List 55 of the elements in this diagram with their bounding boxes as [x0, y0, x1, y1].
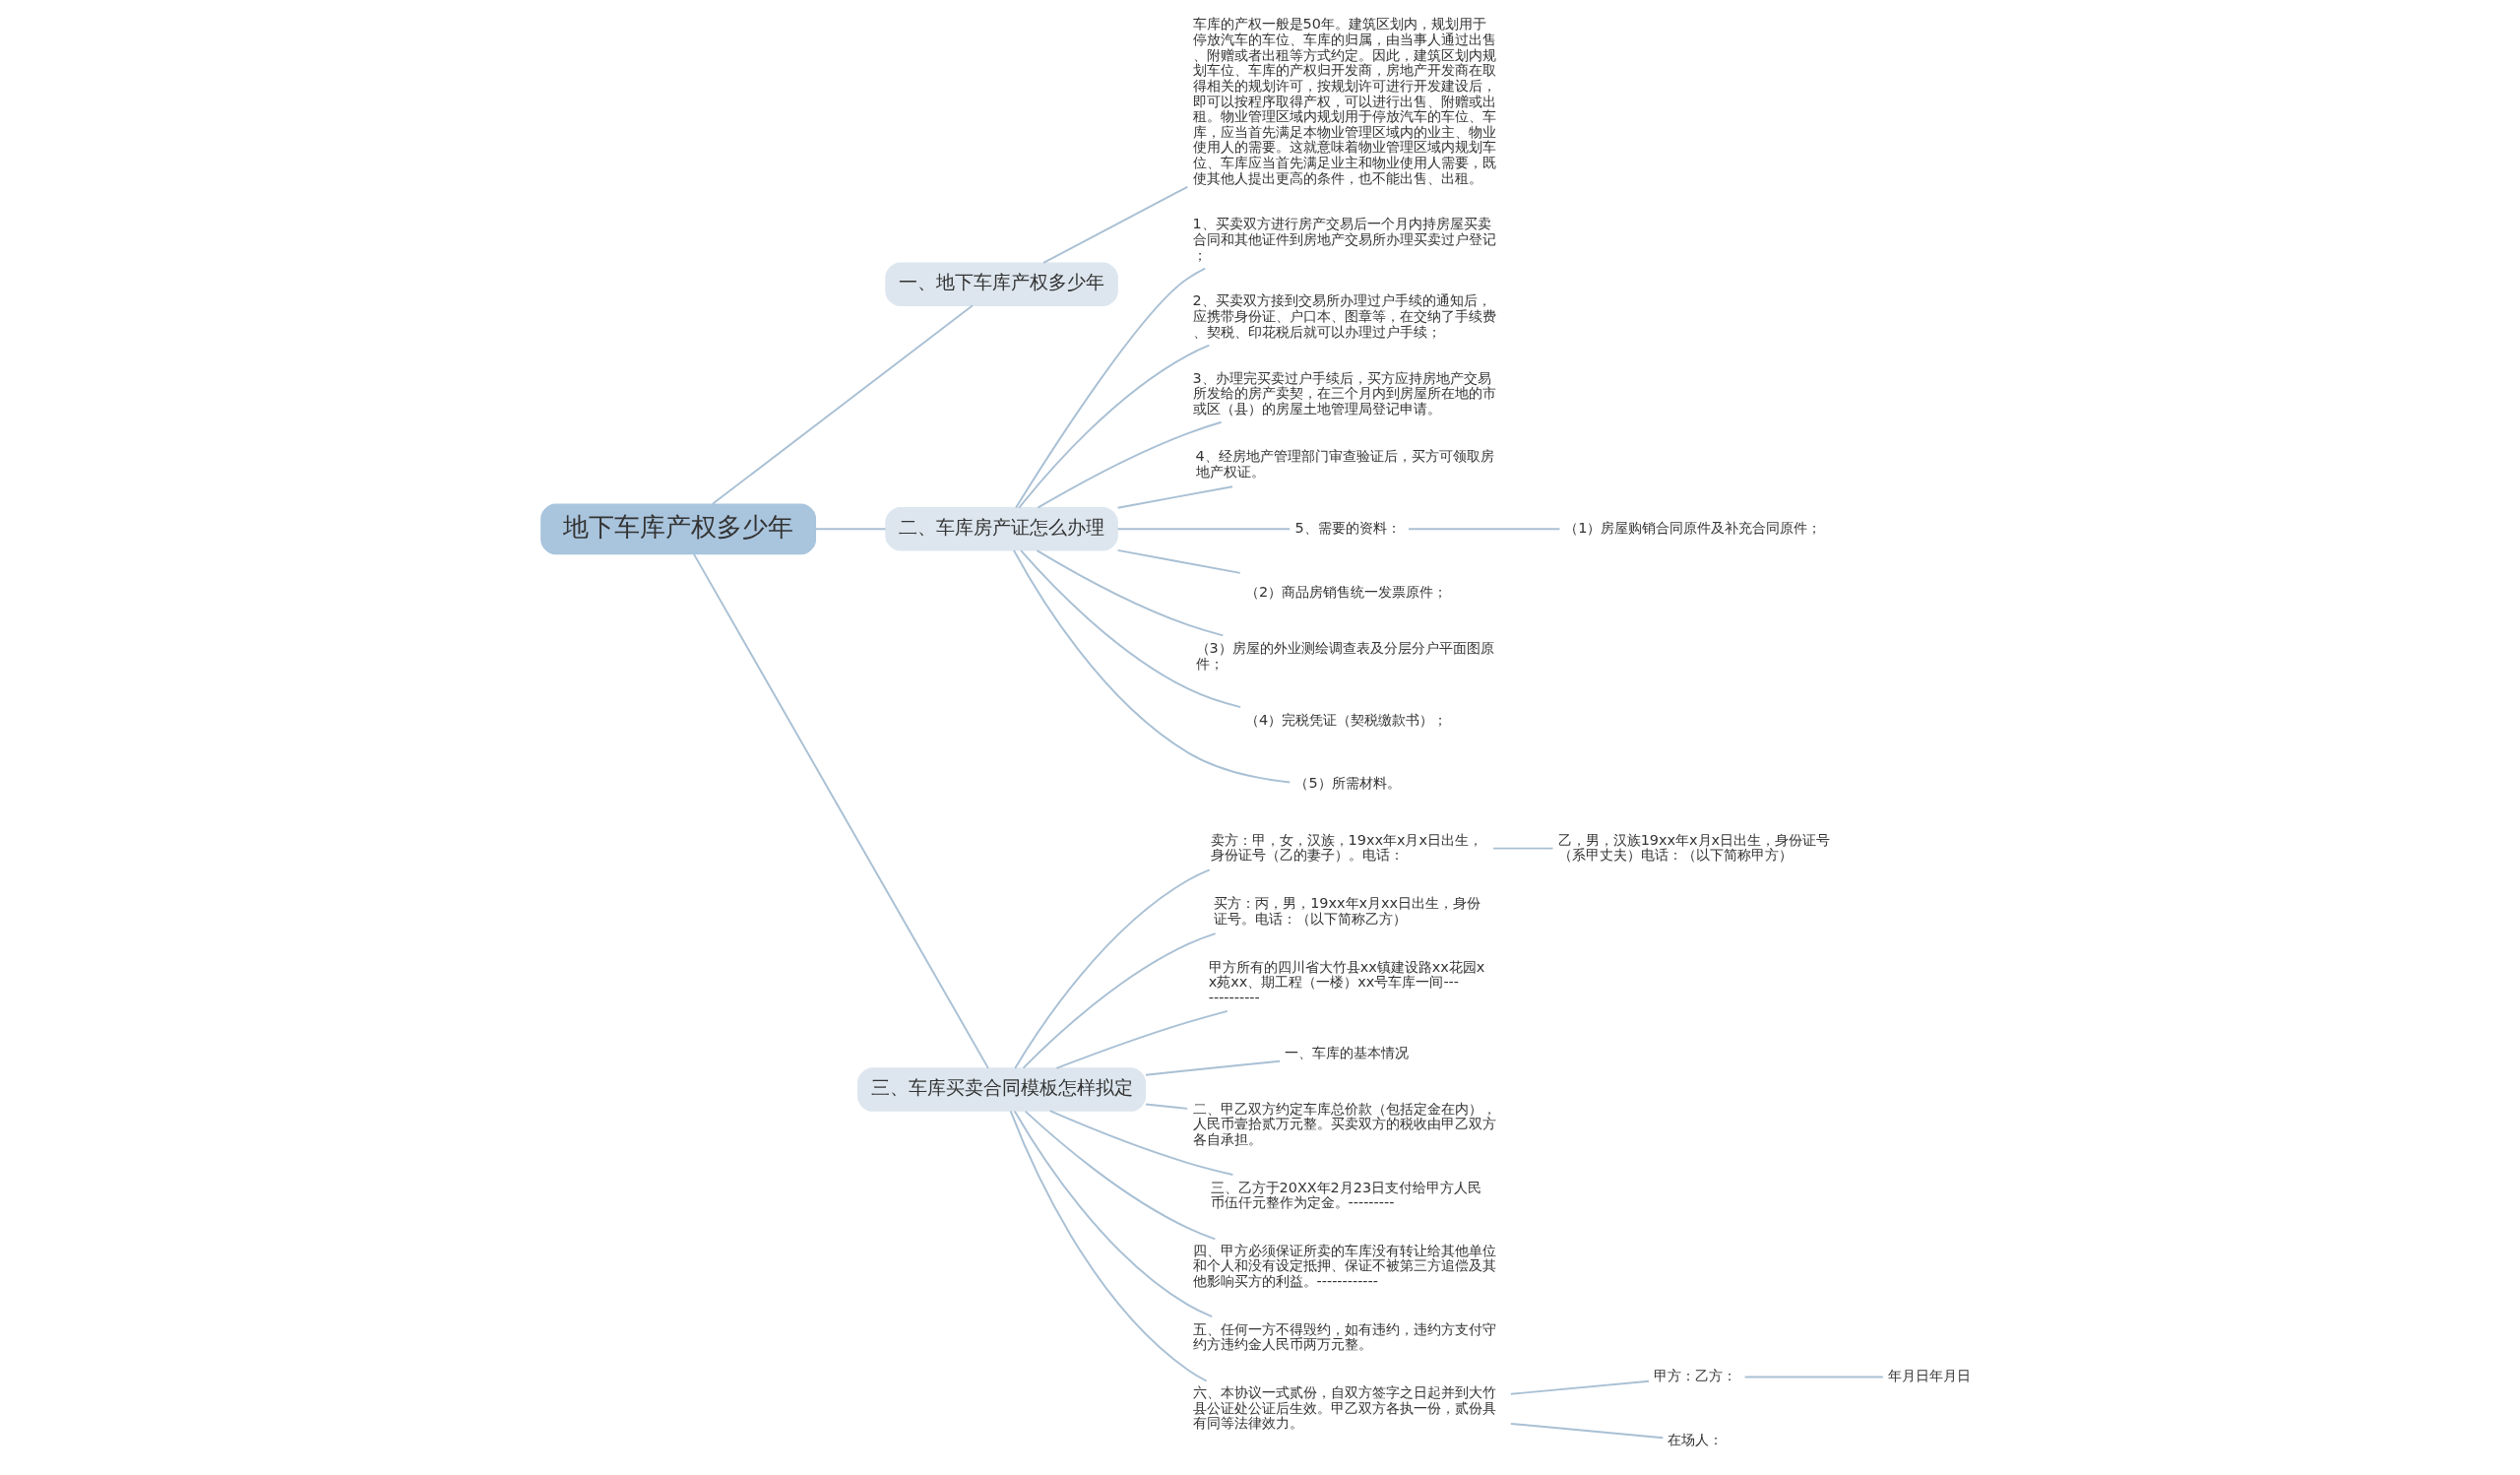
connector	[1509, 1422, 1665, 1440]
node-text: （4）完税凭证（契税缴款书）；	[1244, 711, 1448, 728]
connector	[1145, 1103, 1189, 1110]
node-text: 一、车库的基本情况	[1285, 1045, 1410, 1061]
connector	[1015, 267, 1207, 509]
connector	[1020, 549, 1242, 709]
connector	[1036, 549, 1225, 637]
node-text: （5）所需材料。	[1294, 775, 1401, 792]
node-box: 一、地下车库产权多少年	[885, 262, 1118, 306]
connector	[1042, 185, 1189, 264]
connector	[1509, 1379, 1650, 1395]
node-text: 甲方：乙方：	[1653, 1368, 1736, 1384]
connector	[1018, 344, 1211, 509]
connector	[1116, 548, 1241, 574]
connector	[1145, 1059, 1282, 1076]
node-text: （2）商品房销售统一发票原件；	[1244, 583, 1448, 600]
connector	[1037, 420, 1223, 509]
node-text: 车库的产权一般是50年。建筑区划内，规划用于停放汽车的车位、车库的归属，由当事人通过出售、附赠或者出租等方式约定。因此，建筑区划内规划车位、车库的产权归开发商，房地产开发商在取得相关的规划许可，按规划许可进行开发建设后，即可以按程序取得产权，可以进行出售、附赠或出租。物业管理区域内规划用于停放汽车的车位、车库，应当首先满足本物业管理区域内的业主、物业使用人的需要。这就意味着物业管理区域内规划车位、车库应当首先满足业主和物业使用人需要，既使其他人提出更高的条件，也不能出售、出租。	[1192, 16, 1496, 186]
node-text: （3）房屋的外业测绘调查表及分层分户平面图原件；	[1195, 639, 1494, 672]
connector	[711, 304, 974, 505]
connector	[1055, 1009, 1228, 1069]
connector	[1024, 1110, 1217, 1241]
node-text: 甲方所有的四川省大竹县xx镇建设路xx花园xx苑xx、期工程（一楼）xx号车库一间-------------	[1208, 958, 1485, 1005]
node-text: 三、乙方于20XX年2月23日支付给甲方人民币伍仟元整作为定金。---------	[1210, 1179, 1482, 1211]
node-text: 5、需要的资料：	[1294, 520, 1401, 537]
node-box: 二、车库房产证怎么办理	[885, 507, 1118, 551]
connector	[1116, 485, 1233, 509]
node-text: 4、经房地产管理部门审查验证后，买方可领取房地产权证。	[1195, 448, 1494, 480]
connector	[693, 552, 989, 1069]
connector	[1408, 528, 1561, 531]
node-text: （1）房屋购销合同原件及补充合同原件；	[1564, 520, 1822, 537]
connector	[1009, 1110, 1208, 1382]
connector	[814, 528, 887, 531]
connector	[1022, 932, 1217, 1069]
node-text: 卖方：甲，女，汉族，19xx年x月x日出生，身份证号（乙的妻子）。电话：	[1210, 831, 1482, 864]
connector	[1013, 1110, 1214, 1317]
connector	[1014, 868, 1211, 1069]
connector	[1116, 528, 1292, 531]
connector	[1013, 549, 1292, 784]
node-text: 3、办理完买卖过户手续后，买方应持房地产交易所发给的房产卖契，在三个月内到房屋所在地的市或区（县）的房屋土地管理局登记申请。	[1192, 369, 1496, 417]
node-text: 四、甲方必须保证所卖的车库没有转让给其他单位和个人和没有设定抵押、保证不被第三方追偿及其他影响买方的利益。------------	[1192, 1242, 1496, 1290]
node-box: 地下车库产权多少年	[540, 503, 817, 555]
connector	[1048, 1110, 1234, 1176]
node-text: 1、买卖双方进行房产交易后一个月内持房屋买卖合同和其他证件到房地产交易所办理买卖过户登记；	[1192, 216, 1496, 263]
node-text: 乙，男，汉族19xx年x月x日出生，身份证号（系甲丈夫）电话：（以下简称甲方）	[1557, 831, 1831, 864]
node-box: 三、车库买卖合同模板怎样拟定	[857, 1067, 1147, 1112]
node-text: 买方：丙，男，19xx年x月xx日出生，身份证号。电话：（以下简称乙方）	[1214, 895, 1481, 927]
node-text: 二、甲乙双方约定车库总价款（包括定金在内），人民币壹拾贰万元整。买卖双方的税收由甲乙双方各自承担。	[1192, 1100, 1496, 1147]
node-text: 年月日年月日	[1887, 1368, 1971, 1384]
connector	[1743, 1376, 1884, 1379]
node-text: 2、买卖双方接到交易所办理过户手续的通知后，应携带身份证、户口本、图章等，在交纳了手续费、契税、印花税后就可以办理过户手续；	[1192, 292, 1496, 340]
node-text: 在场人：	[1668, 1432, 1724, 1448]
node-text: 五、任何一方不得毁约，如有违约，违约方支付守约方违约金人民币两万元整。	[1192, 1320, 1496, 1353]
node-text: 六、本协议一式贰份，自双方签字之日起并到大竹县公证处公证后生效。甲乙双方各执一份，贰份具有同等法律效力。	[1192, 1383, 1496, 1432]
connector	[1492, 847, 1554, 850]
